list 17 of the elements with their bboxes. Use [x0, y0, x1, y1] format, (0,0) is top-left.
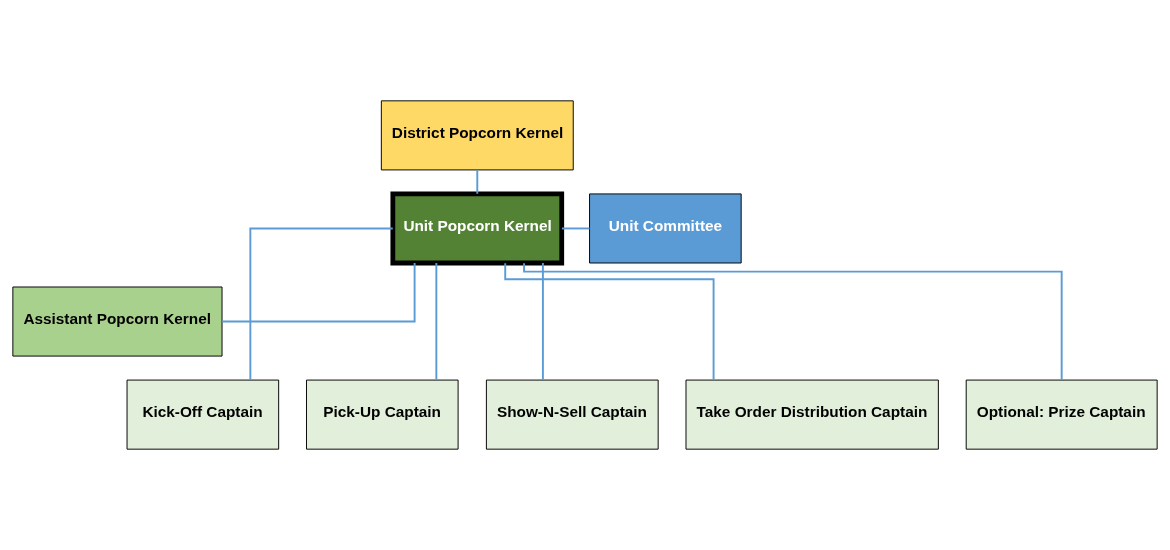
node-box: District Popcorn Kernel — [380, 100, 574, 171]
connector — [523, 262, 1063, 381]
node-box: Optional: Prize Captain — [965, 379, 1158, 450]
node-box: Take Order Distribution Captain — [685, 379, 939, 450]
node-box: Show-N-Sell Captain — [485, 379, 659, 450]
connector — [221, 262, 416, 323]
connector — [249, 227, 394, 381]
node-box: Pick-Up Captain — [306, 379, 459, 450]
connector — [435, 262, 438, 381]
node-box: Unit Popcorn Kernel — [390, 191, 565, 266]
connector — [541, 262, 544, 381]
connector — [561, 227, 591, 230]
connector — [504, 262, 715, 381]
node-box: Unit Committee — [589, 193, 742, 264]
node-box: Kick-Off Captain — [126, 379, 280, 450]
node-box: Assistant Popcorn Kernel — [12, 286, 223, 357]
connector — [476, 169, 479, 195]
